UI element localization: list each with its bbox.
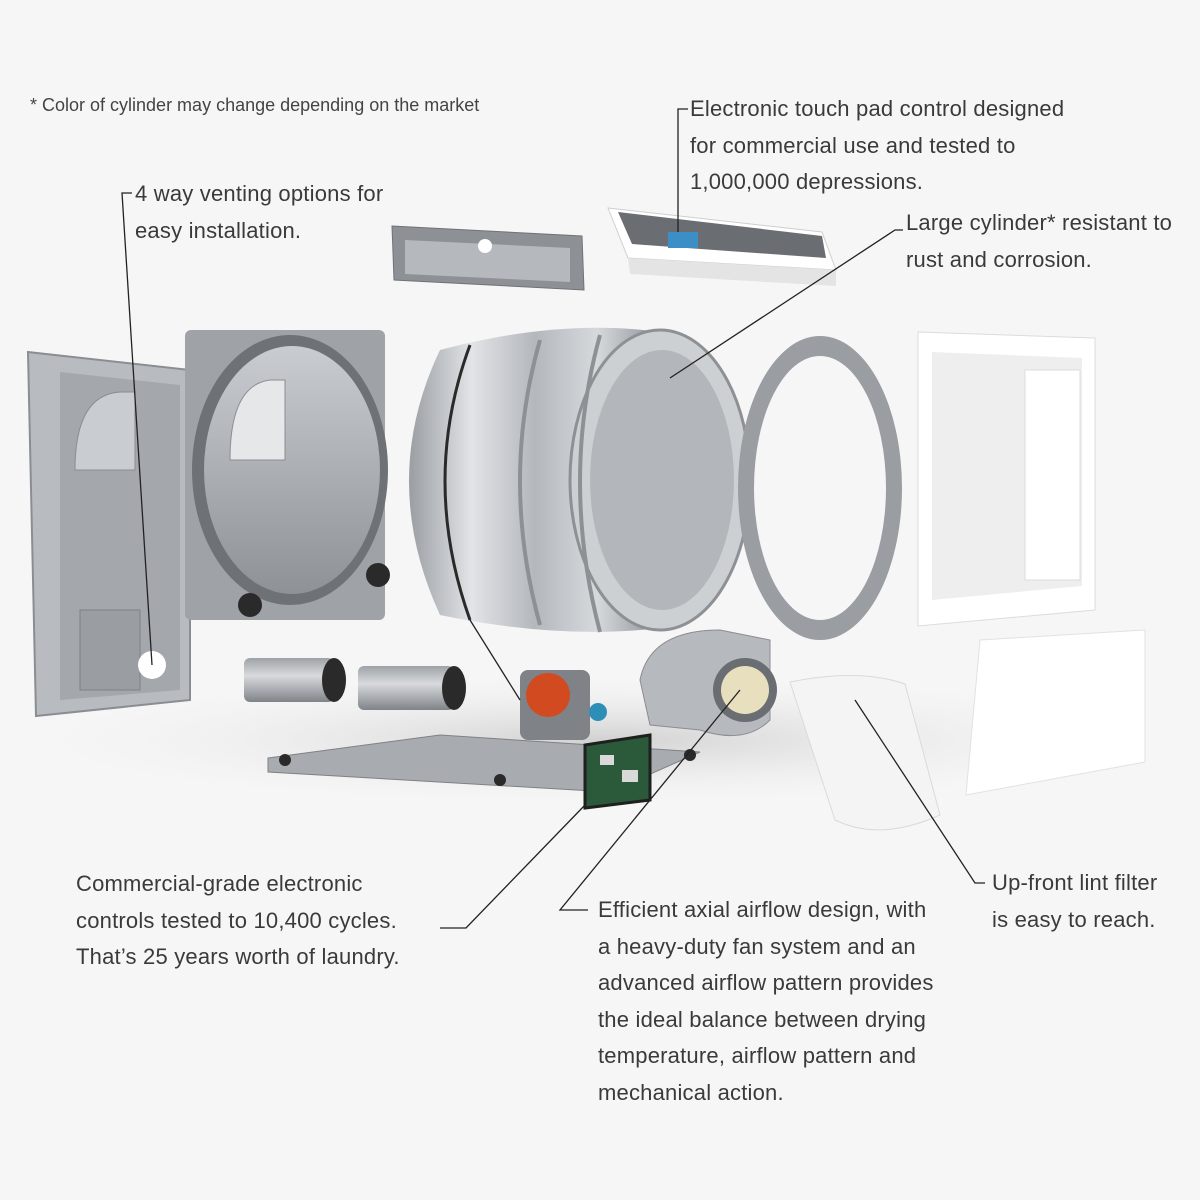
venting-leader xyxy=(121,192,153,666)
lint-filter xyxy=(789,674,941,831)
callout-line: for commercial use and tested to xyxy=(690,132,1016,158)
callout-line: rust and corrosion. xyxy=(906,246,1092,272)
front-panel xyxy=(917,331,1096,627)
callout-line: 4 way venting options for xyxy=(135,181,384,206)
callout-line: 1,000,000 depressions. xyxy=(690,169,924,194)
callout-line: mechanical action. xyxy=(598,1079,784,1105)
touch-pad-leader xyxy=(677,108,688,232)
cylinder-color-note: * Color of cylinder may change depending… xyxy=(30,95,480,115)
cylinder-leader xyxy=(669,229,903,379)
belt-leader xyxy=(469,619,521,701)
callout-line: Up-front lint filter xyxy=(992,870,1158,895)
callout-touch-pad: Electronic touch pad control designed fo… xyxy=(690,91,1064,201)
callout-line: temperature, airflow pattern and xyxy=(598,1043,917,1068)
control-board xyxy=(583,733,652,810)
controls-leader xyxy=(440,804,586,929)
cylinder-drum xyxy=(409,327,752,633)
airflow-leader xyxy=(558,689,741,911)
top-rail xyxy=(391,225,585,291)
callout-line: the ideal balance between drying xyxy=(598,1006,927,1032)
back-panel xyxy=(26,350,191,718)
callout-line: That’s 25 years worth of laundry. xyxy=(76,944,400,969)
callout-airflow: Efficient axial airflow design, with a h… xyxy=(598,892,934,1111)
control-console xyxy=(607,207,837,286)
callout-line: Commercial-grade electronic xyxy=(76,871,363,896)
rear-bulkhead xyxy=(185,330,390,620)
callout-cylinder: Large cylinder* resistant to rust and co… xyxy=(906,205,1172,278)
callout-leaders xyxy=(121,108,985,929)
callout-venting: 4 way venting options for easy installat… xyxy=(135,176,383,249)
lint-filter-leader xyxy=(854,699,985,884)
callout-controls: Commercial-grade electronic controls tes… xyxy=(76,866,400,976)
lower-front-panel xyxy=(965,629,1146,796)
drive-motor xyxy=(520,670,607,740)
front-bulkhead xyxy=(738,336,902,640)
callout-line: Electronic touch pad control designed xyxy=(690,96,1065,121)
callout-line: is easy to reach. xyxy=(992,906,1156,932)
callout-line: Large cylinder* resistant to xyxy=(906,210,1173,235)
callout-line: easy installation. xyxy=(135,217,302,243)
callout-line: Efficient axial airflow design, with xyxy=(598,897,927,922)
callout-line: a heavy-duty fan system and an xyxy=(598,933,916,959)
callout-line: advanced airflow pattern provides xyxy=(598,970,934,995)
blower-housing xyxy=(639,629,777,737)
callout-lint-filter: Up-front lint filter is easy to reach. xyxy=(992,865,1157,938)
callout-line: controls tested to 10,400 cycles. xyxy=(76,907,397,933)
exhaust-pipes xyxy=(244,658,466,710)
